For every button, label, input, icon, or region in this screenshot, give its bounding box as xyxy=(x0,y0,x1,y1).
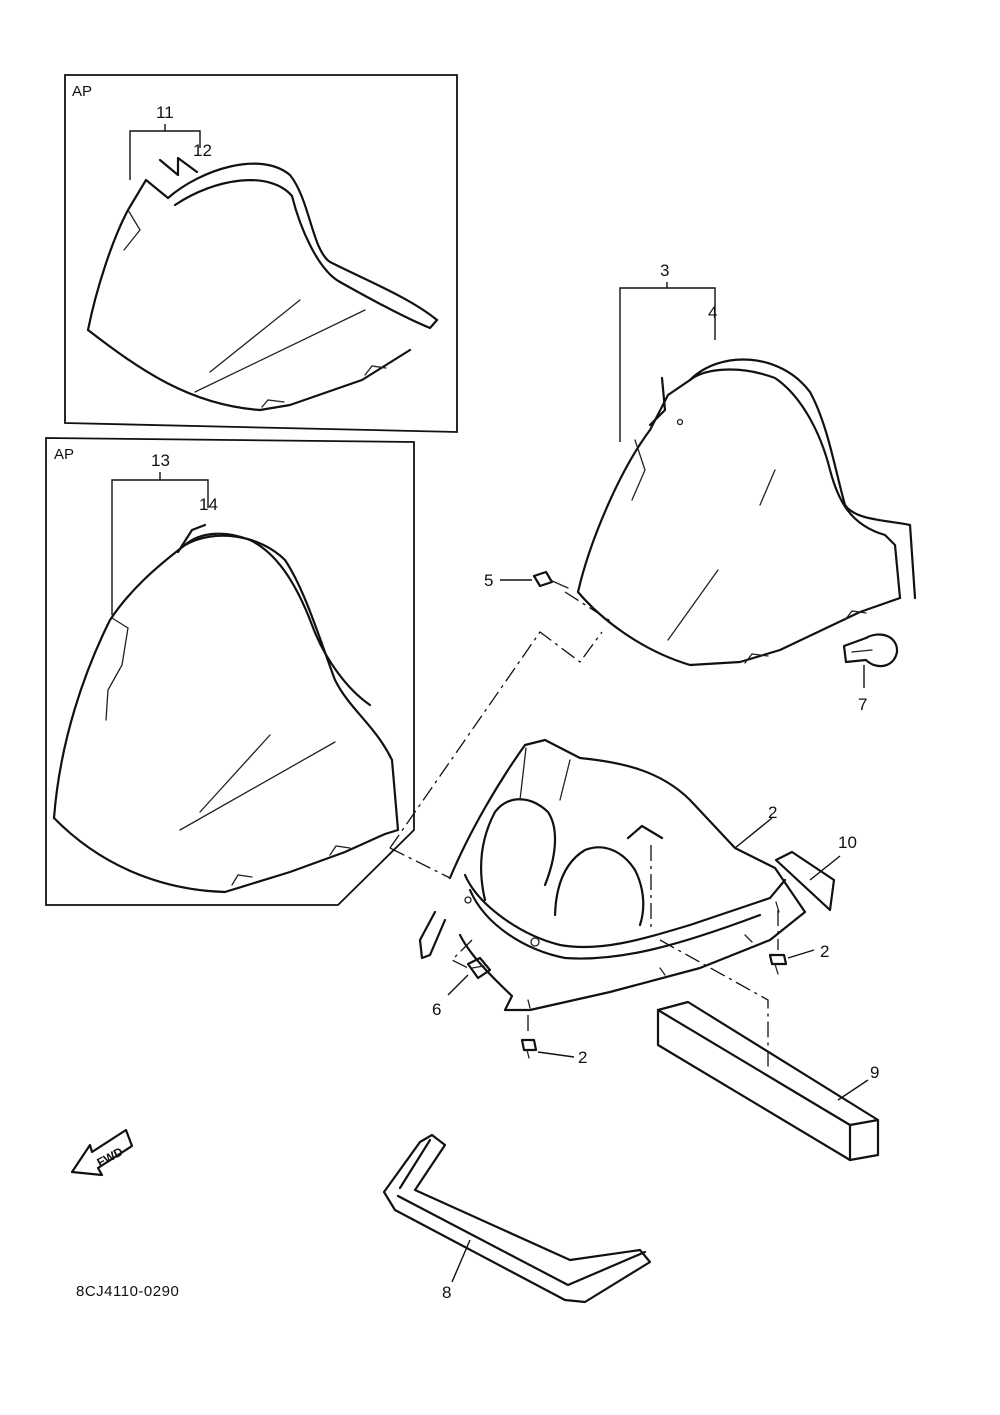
foam-block-part-9 xyxy=(656,1000,880,1162)
callout-7: 7 xyxy=(858,695,867,714)
screw-part-2-lower xyxy=(520,1038,538,1059)
callout-11: 11 xyxy=(156,103,174,122)
inset-label-ap-upper: AP xyxy=(72,83,92,100)
callout-9: 9 xyxy=(870,1063,879,1082)
screw-part-2-right xyxy=(768,953,788,975)
screw-part-5 xyxy=(532,570,569,589)
callout-4: 4 xyxy=(708,303,717,322)
windshield-part-3 xyxy=(576,358,917,667)
callout-2-right: 2 xyxy=(820,942,829,961)
inset-label-ap-lower: AP xyxy=(54,446,74,463)
callout-10: 10 xyxy=(838,833,857,852)
inset-panel-ap-lower: AP 13 14 xyxy=(45,437,415,906)
callout-13: 13 xyxy=(151,451,170,470)
grommet-part-7 xyxy=(842,633,899,668)
callout-5: 5 xyxy=(484,571,493,590)
fwd-arrow-icon: FWD xyxy=(70,1128,134,1177)
callout-6: 6 xyxy=(432,1000,441,1019)
callout-8: 8 xyxy=(442,1283,451,1302)
cowling-part-1 xyxy=(418,738,807,1012)
callout-3: 3 xyxy=(660,261,669,280)
seal-strip-part-8 xyxy=(382,1133,652,1304)
callout-2-lower: 2 xyxy=(578,1048,587,1067)
clip-part-6 xyxy=(466,956,492,980)
callout-12: 12 xyxy=(193,141,212,160)
inset-panel-ap-upper: AP 11 12 xyxy=(64,74,458,433)
label-part-10 xyxy=(774,850,836,912)
windshield-part-11 xyxy=(86,156,439,412)
callout-1: 2 xyxy=(768,803,777,822)
diagram-code: 8CJ4110-0290 xyxy=(76,1283,179,1300)
windshield-part-13 xyxy=(52,523,400,894)
callout-14: 14 xyxy=(199,495,218,514)
